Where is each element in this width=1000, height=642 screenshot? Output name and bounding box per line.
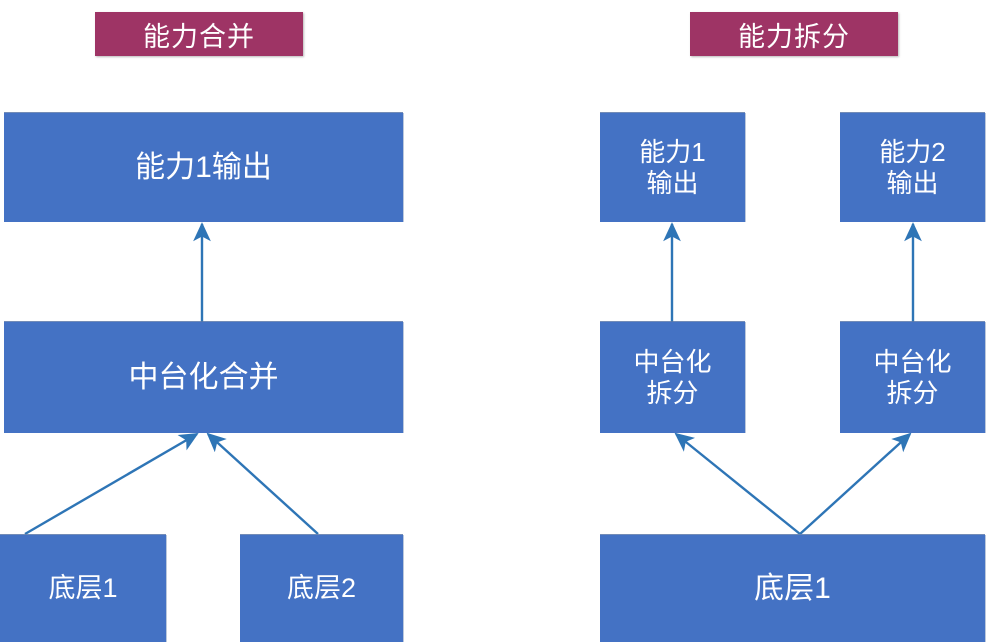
right-node-base-label: 底层1 bbox=[754, 571, 831, 605]
right-node-output-2: 能力2 输出 bbox=[840, 113, 985, 222]
arrow-base2-to-middle bbox=[206, 432, 319, 535]
right-node-output-1-label: 能力1 输出 bbox=[639, 136, 706, 198]
left-node-middle: 中台化合并 bbox=[4, 322, 403, 433]
left-node-output-label: 能力1输出 bbox=[135, 150, 272, 184]
left-node-output: 能力1输出 bbox=[4, 113, 403, 222]
right-panel-banner: 能力拆分 bbox=[690, 12, 898, 56]
right-node-base: 底层1 bbox=[600, 535, 985, 642]
right-node-output-2-label: 能力2 输出 bbox=[879, 136, 946, 198]
right-node-middle-2-label: 中台化 拆分 bbox=[873, 346, 952, 408]
left-node-base-2-label: 底层2 bbox=[286, 572, 357, 603]
left-panel-banner: 能力合并 bbox=[95, 12, 303, 56]
right-banner-label: 能力拆分 bbox=[738, 21, 850, 52]
right-node-output-1: 能力1 输出 bbox=[600, 113, 745, 222]
arrow-base1-to-middle bbox=[24, 432, 199, 536]
left-node-base-2: 底层2 bbox=[240, 535, 403, 642]
arrow-base-to-middle2 bbox=[799, 432, 912, 535]
right-node-middle-1: 中台化 拆分 bbox=[600, 322, 745, 433]
right-node-middle-2: 中台化 拆分 bbox=[840, 322, 985, 433]
left-node-base-1: 底层1 bbox=[0, 535, 166, 642]
right-node-middle-1-label: 中台化 拆分 bbox=[633, 346, 712, 408]
left-node-base-1-label: 底层1 bbox=[48, 572, 118, 603]
left-node-middle-label: 中台化合并 bbox=[128, 360, 279, 394]
arrow-base-to-middle1 bbox=[674, 432, 801, 535]
left-banner-label: 能力合并 bbox=[143, 21, 255, 52]
